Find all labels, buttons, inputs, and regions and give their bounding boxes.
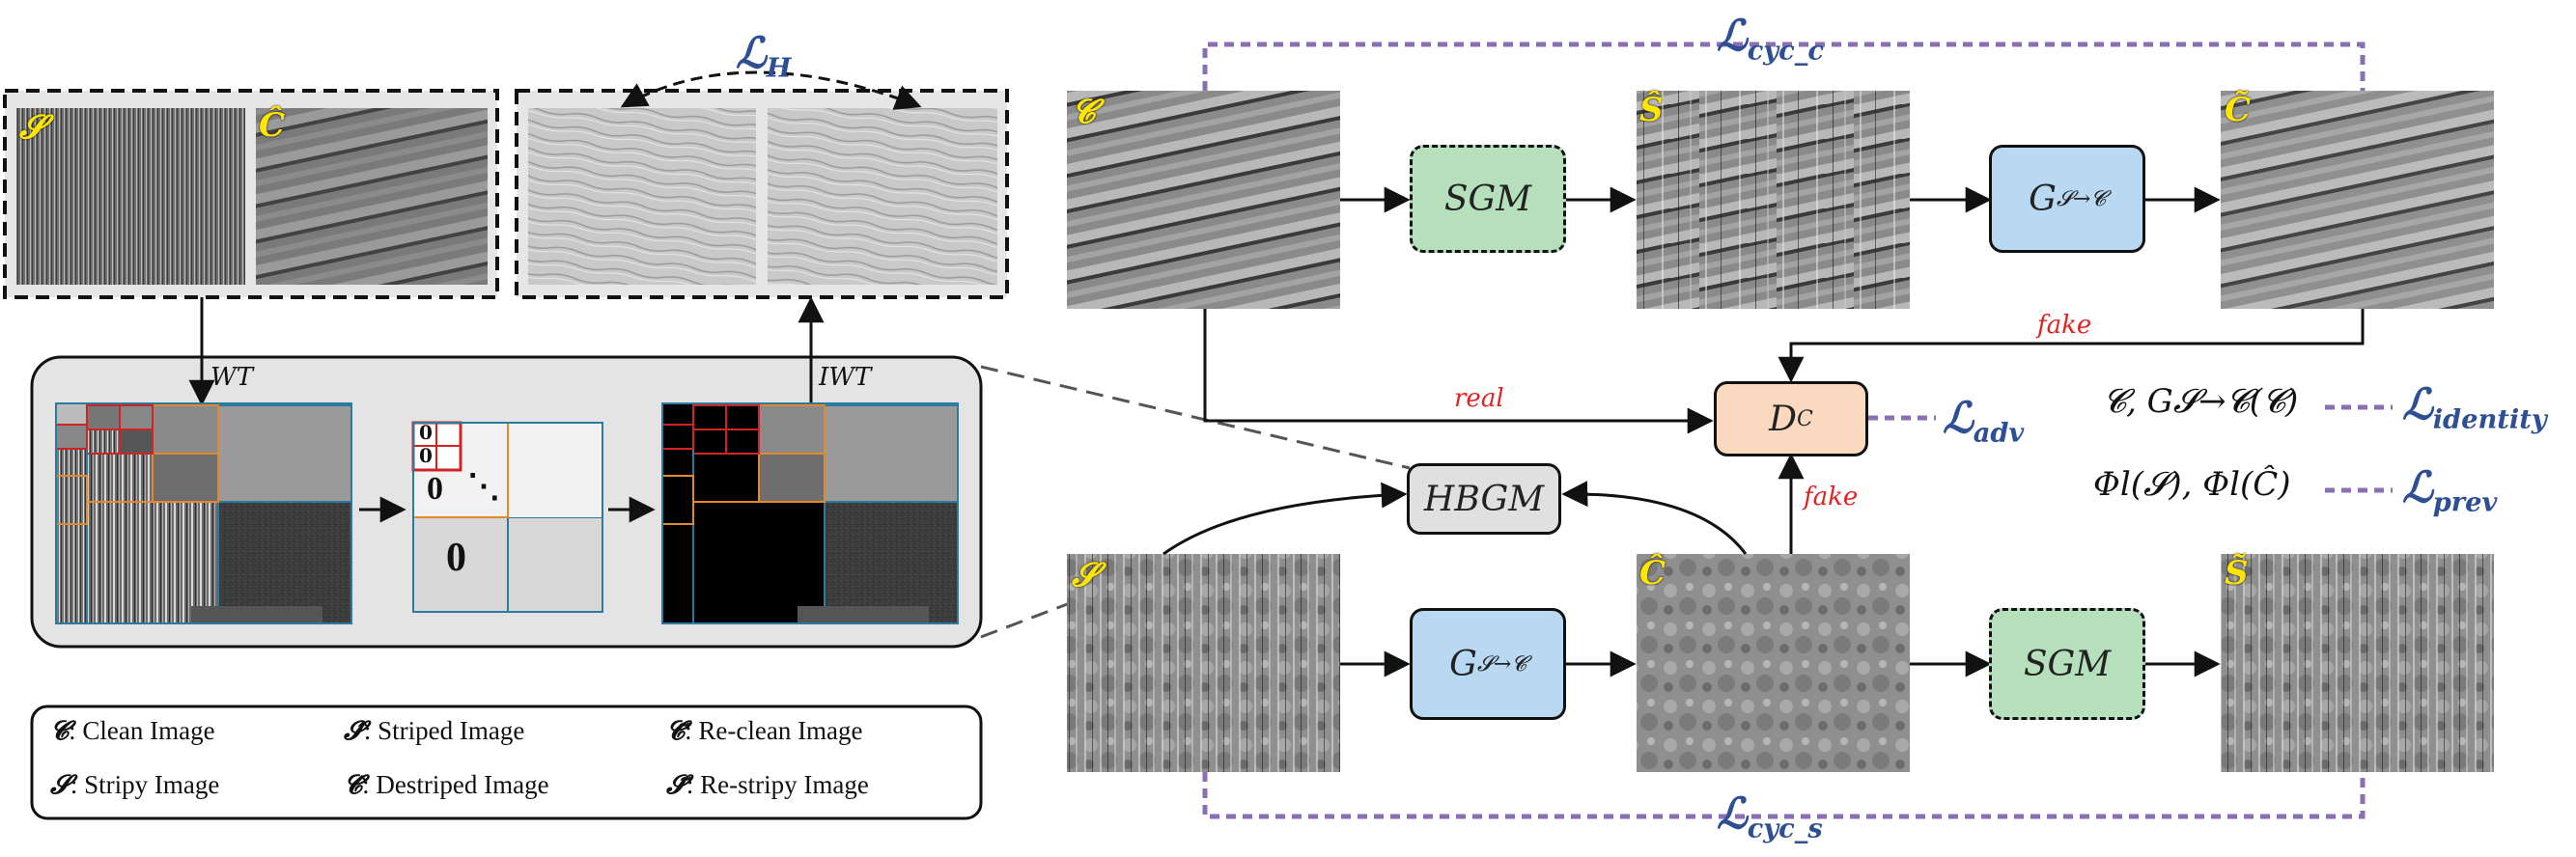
loss-h-arc bbox=[620, 70, 922, 110]
loss-h: ℒH bbox=[736, 29, 792, 84]
fake-top-label: fake bbox=[2037, 311, 2092, 340]
iwt-label: IWT bbox=[819, 363, 872, 392]
loss-identity: ℒidentity bbox=[2402, 380, 2547, 435]
striped-image-top bbox=[1637, 91, 1910, 309]
mask-zero-mid: 0 bbox=[427, 471, 443, 507]
loss-cyc-c: ℒcyc_c bbox=[1717, 12, 1824, 67]
sgm-bottom-box: SGM bbox=[1989, 608, 2145, 720]
zoom-line-top bbox=[980, 365, 1411, 470]
legend-striped: 𝓢̂: Striped Image bbox=[344, 716, 525, 746]
tag-chat-bottom: Ĉ bbox=[1639, 554, 1666, 593]
fake-mid-label: fake bbox=[1804, 483, 1859, 511]
loss-adv: ℒadv bbox=[1943, 394, 2025, 449]
cyc-c-bracket bbox=[1202, 41, 2366, 91]
tag-stilde-bottom: S̃ bbox=[2225, 554, 2249, 593]
restripy-image-bottom bbox=[2221, 554, 2494, 772]
highfreq-destriped-thumb bbox=[768, 108, 997, 285]
real-arrow bbox=[1203, 309, 1714, 434]
loss-cyc-s: ℒcyc_s bbox=[1717, 789, 1823, 844]
legend-clean: 𝓒: Clean Image bbox=[50, 716, 215, 746]
legend-stripy: 𝓢: Stripy Image bbox=[50, 770, 220, 800]
highfreq-stripy-thumb bbox=[528, 108, 756, 285]
real-label: real bbox=[1454, 384, 1504, 413]
wavelet-decomposition bbox=[55, 402, 352, 624]
fake-top-arrow bbox=[1778, 309, 2365, 383]
chat-to-hbgm-arrow bbox=[1561, 481, 1748, 555]
legend-restripy: 𝓢̃: Re-stripy Image bbox=[666, 770, 869, 800]
masked-decomposition bbox=[661, 402, 959, 624]
legend-destriped: 𝓒̂: Destriped Image bbox=[344, 770, 549, 800]
clean-image-top bbox=[1067, 91, 1340, 309]
mask-grid bbox=[411, 421, 603, 613]
stripy-image-bottom bbox=[1067, 554, 1340, 772]
stripy-image-thumb bbox=[16, 108, 245, 285]
destriped-image-thumb bbox=[256, 108, 488, 285]
destriped-image-bottom bbox=[1637, 554, 1910, 772]
identity-expression: 𝓒, G𝓢→𝓒(𝓒) bbox=[2103, 382, 2299, 421]
tag-s-bottom: 𝓢 bbox=[1072, 556, 1098, 594]
tag-chat-left: Ĉ bbox=[259, 106, 286, 145]
tag-s-left: 𝓢 bbox=[19, 108, 45, 147]
tag-shat-top: Ŝ bbox=[1639, 91, 1664, 129]
loss-prev: ℒprev bbox=[2402, 463, 2498, 518]
mask-zero-big: 0 bbox=[446, 536, 466, 580]
s-to-hbgm-arrow bbox=[1162, 482, 1408, 556]
legend-reclean: 𝓒̃: Re-clean Image bbox=[666, 716, 863, 746]
tag-ctilde-top: C̃ bbox=[2225, 91, 2252, 129]
mask-zero-1: 0 bbox=[419, 421, 433, 444]
tag-c-top: 𝓒 bbox=[1072, 93, 1096, 131]
cyc-s-bracket bbox=[1202, 772, 2366, 819]
reclean-image-top bbox=[2221, 91, 2494, 309]
wt-label: WT bbox=[210, 363, 254, 392]
sgm-top-box: SGM bbox=[1410, 145, 1566, 253]
mask-zero-2: 0 bbox=[419, 444, 433, 467]
prev-expression: Φl(𝓢), Φl(Ĉ) bbox=[2093, 465, 2291, 504]
mask-dots: ⋱ bbox=[467, 467, 500, 506]
legend-box bbox=[30, 705, 983, 820]
hbgm-box: HBGM bbox=[1407, 463, 1561, 535]
